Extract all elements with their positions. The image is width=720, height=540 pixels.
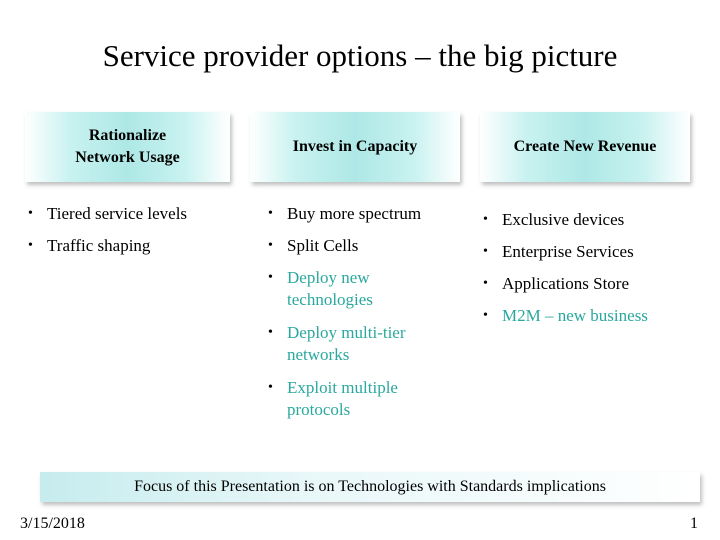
footer-text: Focus of this Presentation is on Technol…: [134, 478, 606, 495]
header-box-rationalize: Rationalize Network Usage: [25, 112, 230, 182]
bullet-icon: •: [483, 308, 488, 323]
list-item: •Deploy new technologies: [268, 268, 373, 309]
footer-banner: [40, 472, 700, 502]
list-item: •Deploy multi-tier networks: [268, 323, 406, 364]
header-box-invest: Invest in Capacity: [250, 112, 460, 182]
slide-date: 3/15/2018: [20, 515, 85, 532]
list-item: •Enterprise Services: [483, 242, 634, 261]
bullet-list-revenue: •Exclusive devices •Enterprise Services …: [480, 209, 710, 337]
bullet-icon: •: [483, 244, 488, 259]
list-item: •Buy more spectrum: [268, 204, 422, 223]
bullet-icon: •: [268, 206, 273, 221]
list-item: •Exploit multiple protocols: [268, 378, 398, 419]
header-label: Rationalize Network Usage: [75, 127, 180, 166]
list-item: •Applications Store: [483, 274, 630, 293]
list-item: •Split Cells: [268, 236, 359, 255]
list-item: •M2M – new business: [483, 306, 648, 325]
bullet-icon: •: [268, 325, 273, 340]
list-item: •Traffic shaping: [28, 236, 151, 255]
list-item: •Exclusive devices: [483, 210, 625, 229]
bullet-icon: •: [268, 380, 273, 395]
header-label: Invest in Capacity: [292, 138, 418, 156]
bullet-icon: •: [483, 276, 488, 291]
bullet-list-rationalize: •Tiered service levels •Traffic shaping: [25, 203, 235, 267]
bullet-icon: •: [483, 212, 488, 227]
slide-title: Service provider options – the big pictu…: [102, 38, 618, 73]
header-box-revenue: Create New Revenue: [480, 112, 690, 182]
bullet-list-invest: •Buy more spectrum •Split Cells •Deploy …: [265, 203, 465, 432]
bullet-icon: •: [28, 206, 33, 221]
bullet-icon: •: [268, 238, 273, 253]
header-label: Create New Revenue: [513, 138, 657, 156]
bullet-icon: •: [268, 270, 273, 285]
list-item: •Tiered service levels: [28, 204, 188, 223]
bullet-icon: •: [28, 238, 33, 253]
page-number: 1: [690, 515, 698, 532]
